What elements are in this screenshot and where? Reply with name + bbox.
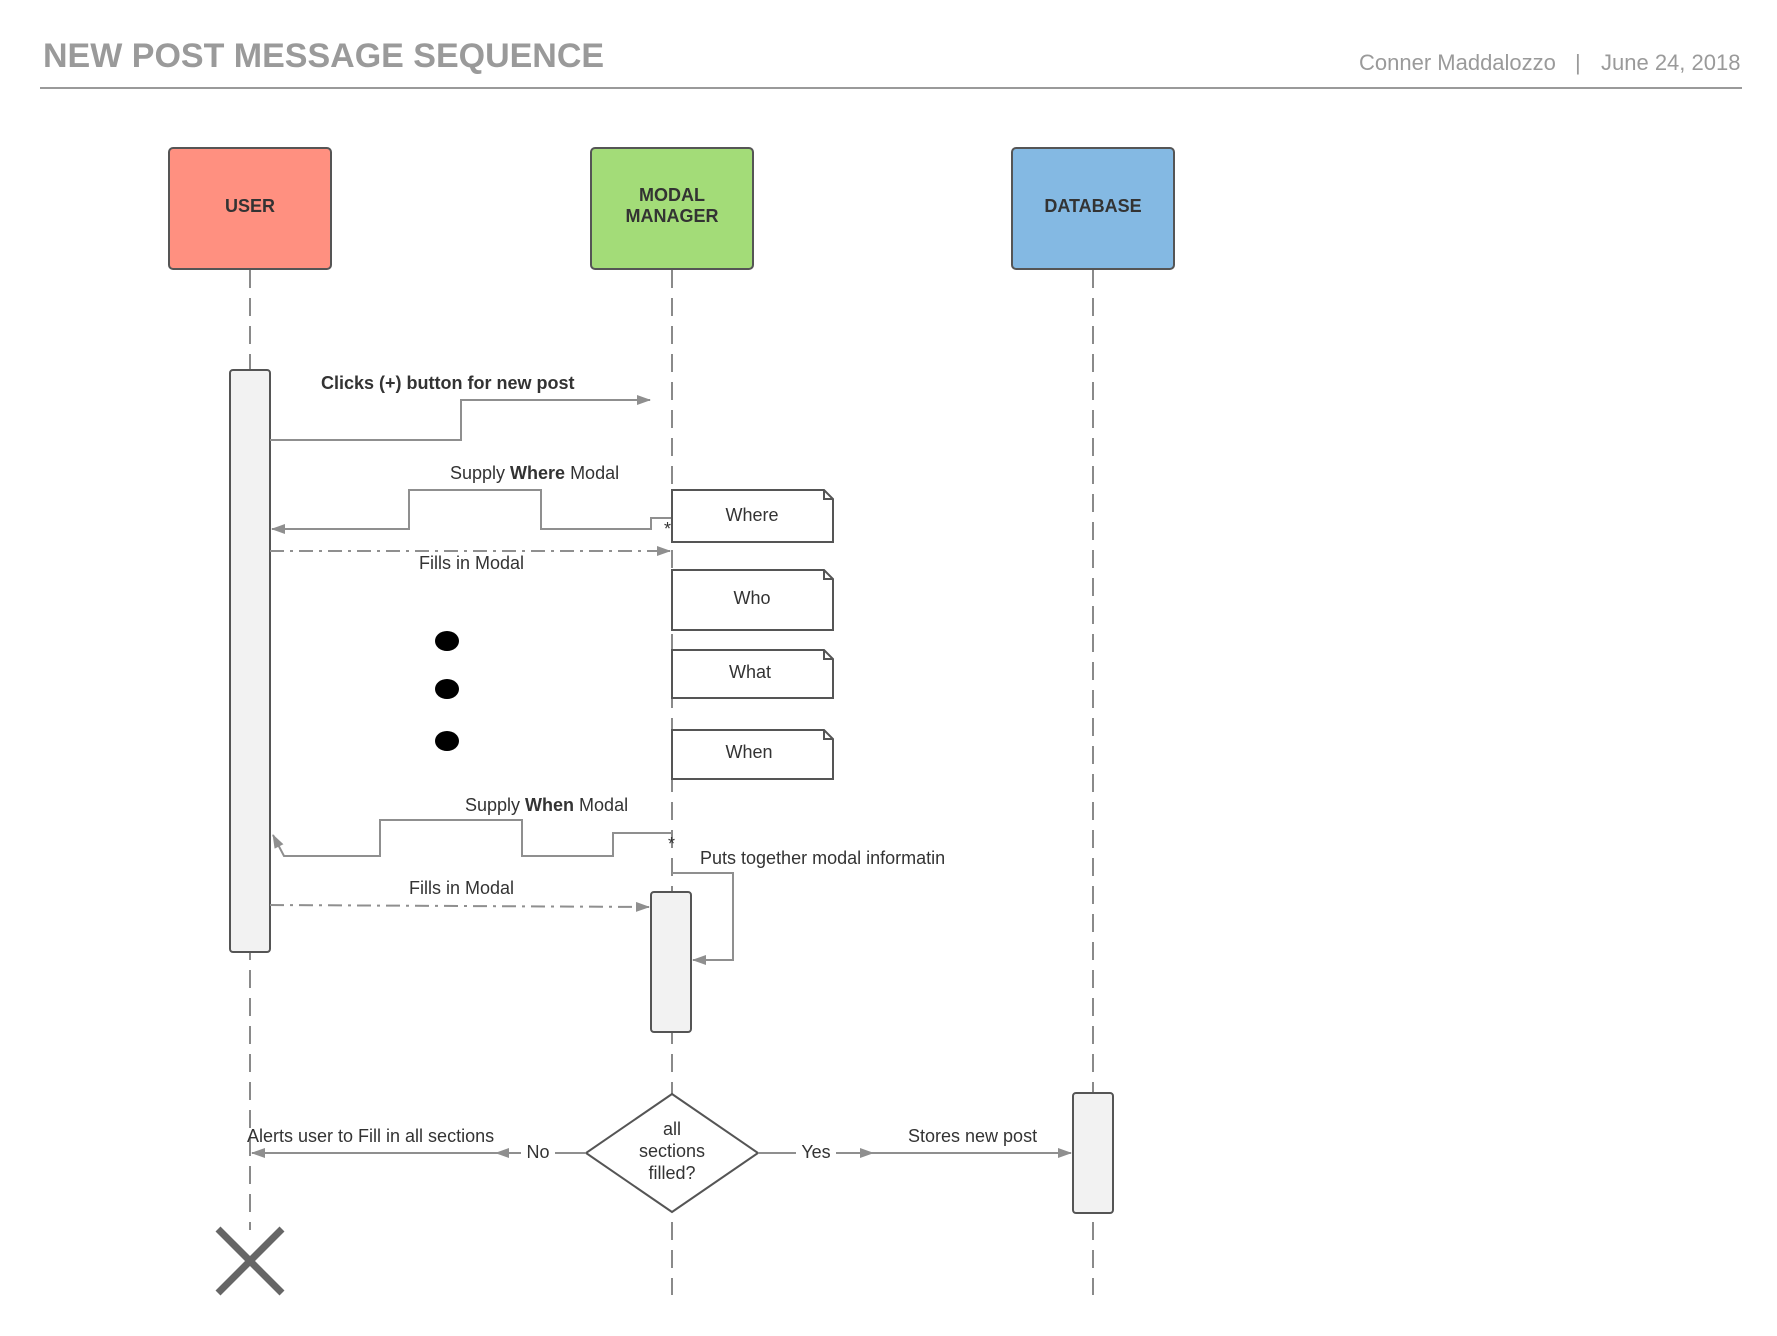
decision-label-line2: sections <box>639 1141 705 1161</box>
message-arrow-clicks-new-post <box>270 395 651 441</box>
actor-modal-manager-box <box>590 147 754 270</box>
message-arrow-fills-in-modal-2 <box>269 901 650 912</box>
actor-user-label: USER <box>225 196 275 216</box>
message-label-alerts-user: Alerts user to Fill in all sections <box>247 1126 494 1146</box>
message-arrow-supply-when <box>272 819 672 857</box>
yes-branch-label: Yes <box>801 1142 830 1162</box>
note-what <box>671 649 834 699</box>
asterisk-marker-when: * <box>668 834 675 854</box>
message-label-puts-together: Puts together modal informatin <box>700 848 945 868</box>
note-who-label: Who <box>733 588 770 608</box>
database-activation-bar <box>1072 1092 1114 1214</box>
note-where-label: Where <box>725 505 778 525</box>
message-arrow-supply-where <box>271 489 672 534</box>
continuation-dot <box>435 731 459 751</box>
note-when <box>671 729 834 780</box>
actor-user-box <box>168 147 332 270</box>
message-label-clicks-new-post: Clicks (+) button for new post <box>321 373 575 393</box>
diagram-date: June 24, 2018 <box>1601 50 1740 75</box>
author-name: Conner Maddalozzo <box>1359 50 1556 75</box>
message-arrow-puts-together <box>672 872 734 965</box>
supply-where-prefix: Supply <box>450 463 510 483</box>
lifeline-destroy-x-icon <box>215 1226 285 1296</box>
continuation-dot <box>435 631 459 651</box>
message-label-fills-in-modal-1: Fills in Modal <box>419 553 524 573</box>
supply-where-bold: Where <box>510 463 565 483</box>
decision-label-line1: all <box>663 1119 681 1139</box>
message-label-fills-in-modal-2: Fills in Modal <box>409 878 514 898</box>
note-where <box>671 489 834 543</box>
supply-when-suffix: Modal <box>574 795 628 815</box>
message-label-supply-when: Supply When Modal <box>465 795 628 815</box>
actor-database-box <box>1011 147 1175 270</box>
message-label-stores-new-post: Stores new post <box>908 1126 1037 1146</box>
actor-modal-manager-label-line2: MANAGER <box>626 206 719 226</box>
supply-when-prefix: Supply <box>465 795 525 815</box>
page-title: NEW POST MESSAGE SEQUENCE <box>43 37 604 75</box>
continuation-dot <box>435 679 459 699</box>
note-who <box>671 569 834 631</box>
user-activation-bar <box>229 369 271 953</box>
decision-diamond <box>584 1092 760 1214</box>
actor-modal-manager-label-line1: MODAL <box>639 185 705 205</box>
supply-when-bold: When <box>525 795 574 815</box>
actor-database-label: DATABASE <box>1044 196 1141 216</box>
header-separator: | <box>1575 50 1581 75</box>
no-branch-label: No <box>526 1142 549 1162</box>
message-label-supply-where: Supply Where Modal <box>450 463 619 483</box>
asterisk-marker-where: * <box>664 519 671 539</box>
modal-manager-activation-bar <box>650 891 692 1033</box>
supply-where-suffix: Modal <box>565 463 619 483</box>
note-when-label: When <box>725 742 772 762</box>
decision-label-line3: filled? <box>648 1163 695 1183</box>
note-what-label: What <box>729 662 771 682</box>
